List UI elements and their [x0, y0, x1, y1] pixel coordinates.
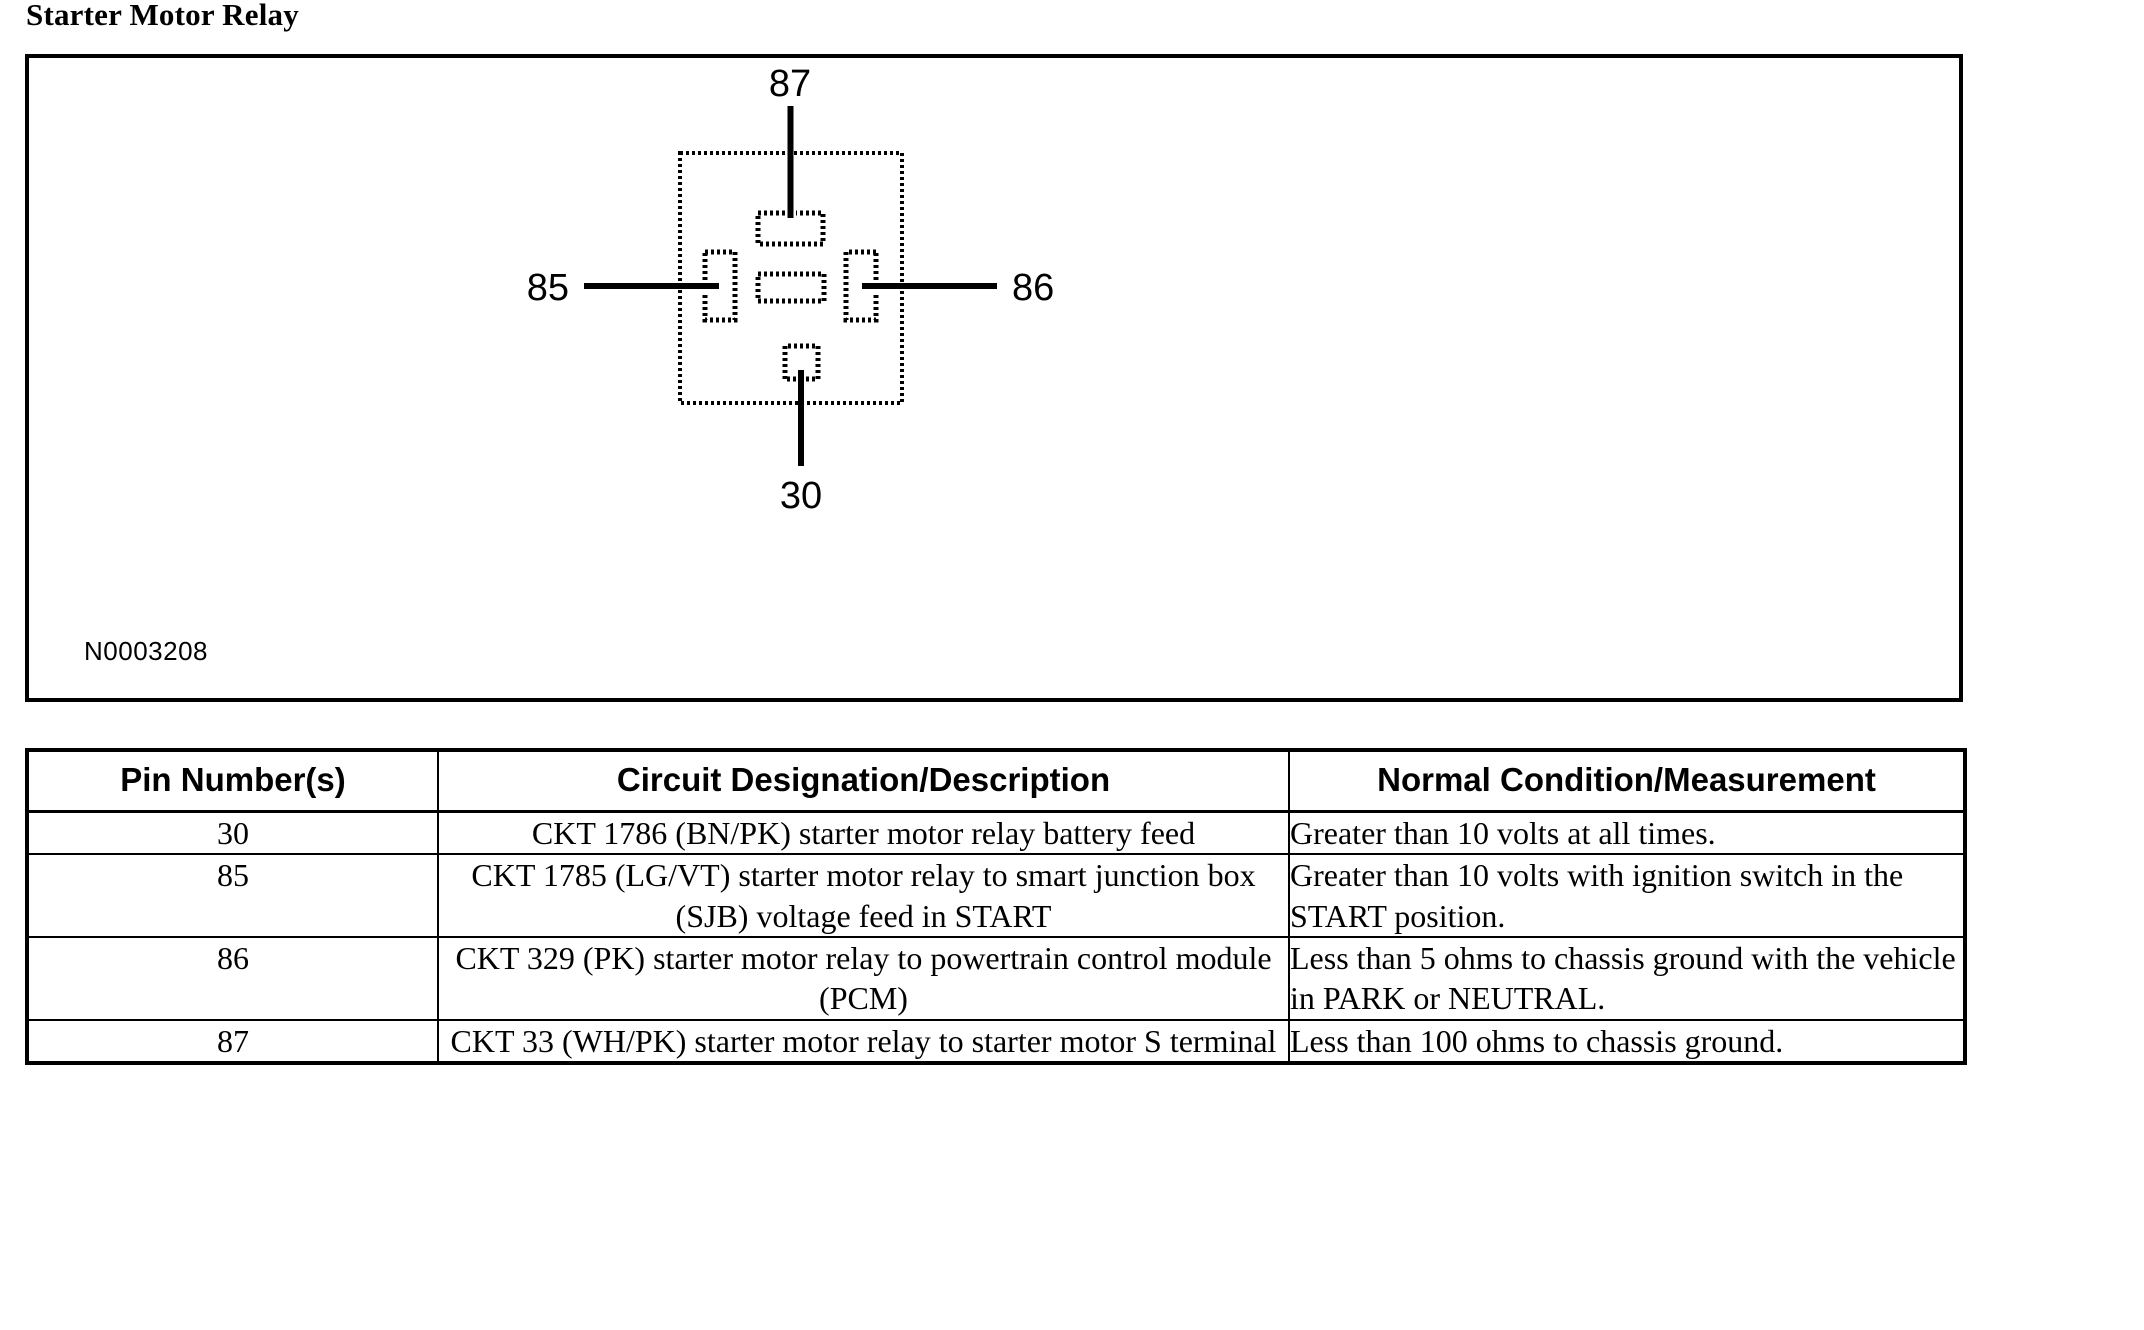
cell-description: CKT 1785 (LG/VT) starter motor relay to … [437, 853, 1290, 938]
table-row: 86 CKT 329 (PK) starter motor relay to p… [25, 935, 1967, 1021]
table-row: 85 CKT 1785 (LG/VT) starter motor relay … [25, 853, 1967, 938]
figure-id-label: N0003208 [84, 636, 208, 666]
cell-description: CKT 1786 (BN/PK) starter motor relay bat… [437, 810, 1290, 856]
cell-measurement: Less than 5 ohms to chassis ground with … [1288, 935, 1967, 1021]
terminal-30-blade [782, 343, 821, 382]
cell-pin-number: 85 [25, 853, 439, 938]
terminal-87-blade [755, 210, 826, 247]
pin-label-30: 30 [780, 475, 822, 517]
relay-diagram-frame: 87 85 86 30 N0003208 [25, 54, 1963, 702]
cell-pin-number: 30 [25, 810, 439, 856]
cell-pin-number: 86 [25, 935, 439, 1021]
cell-description: CKT 329 (PK) starter motor relay to powe… [437, 935, 1290, 1021]
column-header-normal-condition: Normal Condition/Measurement [1288, 748, 1967, 813]
page-title: Starter Motor Relay [26, 0, 299, 32]
terminal-coil-blade [755, 271, 827, 304]
pin-label-87: 87 [769, 63, 811, 105]
pin-label-86: 86 [1012, 267, 1054, 309]
table-row: 87 CKT 33 (WH/PK) starter motor relay to… [25, 1018, 1967, 1065]
column-header-circuit-designation: Circuit Designation/Description [437, 748, 1290, 813]
relay-pinout-graphic: 87 85 86 30 [527, 63, 1055, 517]
cell-description: CKT 33 (WH/PK) starter motor relay to st… [437, 1018, 1290, 1065]
cell-measurement: Less than 100 ohms to chassis ground. [1288, 1018, 1967, 1065]
cell-measurement: Greater than 10 volts at all times. [1288, 810, 1967, 856]
column-header-pin-number: Pin Number(s) [25, 748, 439, 813]
pin-label-85: 85 [527, 267, 569, 309]
table-header-row: Pin Number(s) Circuit Designation/Descri… [25, 748, 1967, 813]
pin-reference-table: Pin Number(s) Circuit Designation/Descri… [25, 748, 1967, 1065]
terminal-85-blade [702, 249, 738, 323]
cell-pin-number: 87 [25, 1018, 439, 1065]
terminal-86-blade [843, 249, 879, 323]
relay-diagram: 87 85 86 30 N0003208 [29, 58, 1959, 698]
table-row: 30 CKT 1786 (BN/PK) starter motor relay … [25, 810, 1967, 856]
cell-measurement: Greater than 10 volts with ignition swit… [1288, 853, 1967, 938]
